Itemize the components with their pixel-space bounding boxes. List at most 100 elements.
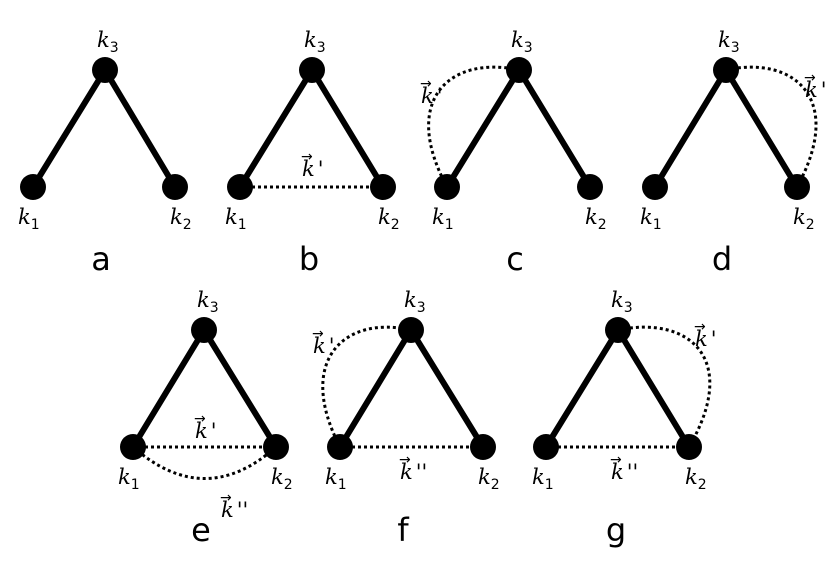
svg-text:→: →: [399, 452, 411, 468]
edge-k1-k3: [444, 67, 522, 190]
edge-k3-k2: [309, 67, 386, 190]
edge-k1-k3-dotted: [427, 65, 520, 188]
label-k3: k3: [304, 28, 326, 56]
node-k3: [191, 317, 217, 343]
label-k2: k2: [271, 465, 293, 493]
node-k2: [263, 434, 289, 460]
momentum-label-kprime: → k': [194, 411, 217, 443]
momentum-label-kdoubleprime: → k'': [399, 452, 427, 484]
edge-k3-k2: [102, 67, 178, 190]
node-k3: [605, 317, 631, 343]
label-k3: k3: [511, 28, 533, 56]
momentum-label-kprime: → k': [420, 76, 443, 108]
svg-text:k': k': [421, 84, 443, 108]
node-k3: [299, 57, 325, 83]
label-k2: k2: [378, 205, 400, 233]
panel-a: k3 k1 k2 a: [18, 28, 192, 278]
panel-b: k3 k1 k2 → k' b: [225, 28, 400, 278]
svg-text:→: →: [312, 326, 324, 342]
label-k2: k2: [793, 205, 815, 233]
label-k3: k3: [97, 28, 119, 56]
panel-e: k3 k1 k2 → k' → k'' e: [118, 288, 293, 549]
node-k1: [533, 434, 559, 460]
edge-k1-k3: [337, 327, 414, 450]
node-k1: [434, 174, 460, 200]
panel-c: k3 k1 k2 → k' c: [420, 28, 607, 278]
edge-k1-k3: [652, 67, 729, 190]
label-k1: k1: [640, 205, 662, 233]
panel-label-f: f: [397, 511, 409, 549]
label-k1: k1: [532, 465, 554, 493]
momentum-label-kprime: → k': [301, 149, 324, 181]
edge-k1-k3-dotted: [321, 325, 412, 448]
node-k3: [713, 57, 739, 83]
edge-k1-k2-dotted-curved: [132, 445, 277, 480]
edge-k1-k3: [130, 327, 207, 450]
label-k3: k3: [197, 288, 219, 316]
svg-text:k'': k'': [611, 460, 638, 484]
svg-text:→: →: [301, 149, 313, 165]
svg-text:k': k': [313, 334, 335, 358]
svg-text:k'': k'': [221, 498, 248, 522]
label-k2: k2: [685, 465, 707, 493]
label-k1: k1: [325, 465, 347, 493]
label-k2: k2: [585, 205, 607, 233]
svg-text:→: →: [194, 411, 206, 427]
label-k3: k3: [718, 28, 740, 56]
node-k3: [398, 317, 424, 343]
edge-k3-k2-dotted: [617, 325, 712, 448]
edge-k1-k3: [237, 67, 315, 190]
node-k3: [92, 57, 118, 83]
panel-label-d: d: [712, 240, 732, 278]
svg-text:k': k': [195, 419, 217, 443]
edge-k3-k2: [615, 327, 692, 450]
node-k1: [227, 174, 253, 200]
edge-k1-k3: [543, 327, 621, 450]
momentum-label-kdoubleprime: → k'': [610, 452, 638, 484]
svg-text:→: →: [220, 490, 232, 506]
node-k3: [506, 57, 532, 83]
edge-k3-k2: [723, 67, 800, 190]
node-k2: [676, 434, 702, 460]
momentum-label-kdoubleprime: → k'': [220, 490, 248, 522]
label-k2: k2: [478, 465, 500, 493]
panel-d: k3 k1 k2 → k' d: [640, 28, 827, 278]
node-k2: [162, 174, 188, 200]
edge-k3-k2: [201, 327, 279, 450]
edge-k1-k3: [30, 67, 108, 190]
node-k1: [20, 174, 46, 200]
label-k1: k1: [18, 205, 40, 233]
label-k3: k3: [611, 288, 633, 316]
panel-label-c: c: [506, 240, 524, 278]
momentum-label-kprime: → k': [804, 70, 827, 102]
panel-g: k3 k1 k2 → k' → k'' g: [532, 288, 717, 549]
edge-k3-k2-dotted: [725, 65, 818, 188]
node-k2: [577, 174, 603, 200]
panel-label-a: a: [91, 240, 111, 278]
node-k2: [470, 434, 496, 460]
svg-text:k'': k'': [400, 460, 427, 484]
panel-label-b: b: [299, 240, 319, 278]
label-k3: k3: [404, 288, 426, 316]
panel-f: k3 k1 k2 → k' → k'' f: [312, 288, 500, 549]
node-k2: [370, 174, 396, 200]
node-k1: [327, 434, 353, 460]
node-k2: [784, 174, 810, 200]
momentum-label-kprime: → k': [694, 319, 717, 351]
edge-k3-k2: [408, 327, 486, 450]
panel-label-e: e: [191, 511, 211, 549]
svg-text:→: →: [610, 452, 622, 468]
svg-text:k': k': [302, 157, 324, 181]
momentum-label-kprime: → k': [312, 326, 335, 358]
edge-k3-k2: [516, 67, 593, 190]
label-k1: k1: [118, 465, 140, 493]
svg-text:→: →: [420, 76, 432, 92]
svg-text:k': k': [695, 327, 717, 351]
svg-text:k': k': [805, 78, 827, 102]
label-k2: k2: [170, 205, 192, 233]
panel-label-g: g: [606, 511, 626, 549]
label-k1: k1: [432, 205, 454, 233]
node-k1: [642, 174, 668, 200]
label-k1: k1: [225, 205, 247, 233]
